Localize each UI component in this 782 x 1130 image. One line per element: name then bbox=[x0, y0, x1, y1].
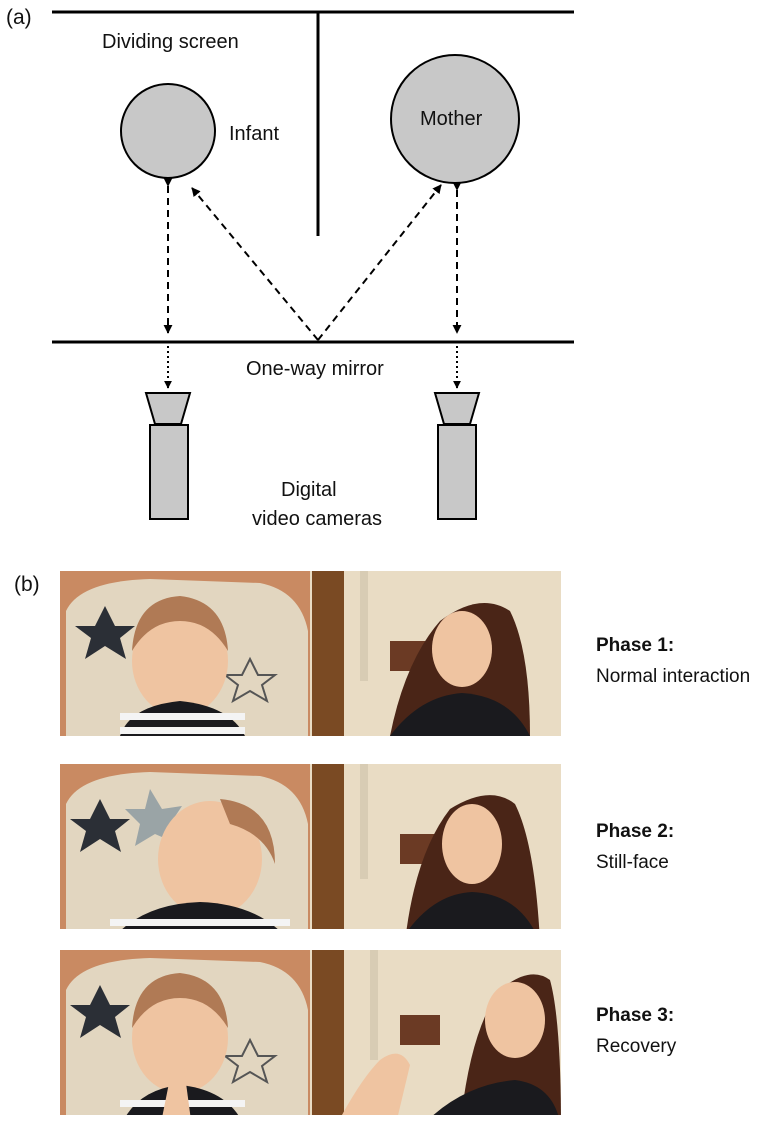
phase1-title: Phase 1: bbox=[596, 635, 675, 656]
phase3-title: Phase 3: bbox=[596, 1005, 675, 1026]
dividing-screen-label: Dividing screen bbox=[102, 31, 239, 53]
phase3-photo bbox=[60, 950, 561, 1115]
cameras-label-line1: Digital bbox=[281, 479, 337, 501]
phase3-caption: Phase 3: Recovery bbox=[596, 1000, 676, 1062]
phase1-frame-graphic bbox=[60, 571, 561, 736]
infant-view-line bbox=[191, 187, 319, 341]
phase1-caption: Phase 1: Normal interaction bbox=[596, 630, 750, 692]
panel-a-label: (a) bbox=[6, 6, 32, 29]
infant-circle bbox=[120, 83, 216, 179]
phase2-title: Phase 2: bbox=[596, 821, 675, 842]
mother-label: Mother bbox=[420, 108, 483, 130]
right-camera-icon bbox=[433, 392, 481, 520]
phase2-photo bbox=[60, 764, 561, 929]
phase2-caption: Phase 2: Still-face bbox=[596, 816, 674, 878]
one-way-mirror-label: One-way mirror bbox=[246, 358, 384, 380]
mother-view-line bbox=[317, 184, 442, 341]
phase2-description: Still-face bbox=[596, 852, 669, 873]
infant-label: Infant bbox=[229, 123, 280, 145]
phase3-frame-graphic bbox=[60, 950, 561, 1115]
setup-diagram bbox=[52, 10, 574, 520]
phase1-photo bbox=[60, 571, 561, 736]
phase1-description: Normal interaction bbox=[596, 666, 751, 687]
phase2-frame-graphic bbox=[60, 764, 561, 929]
left-camera-icon bbox=[144, 392, 192, 520]
panel-b-label: (b) bbox=[14, 573, 40, 596]
cameras-label-line2: video cameras bbox=[252, 508, 383, 530]
phase3-description: Recovery bbox=[596, 1036, 677, 1057]
